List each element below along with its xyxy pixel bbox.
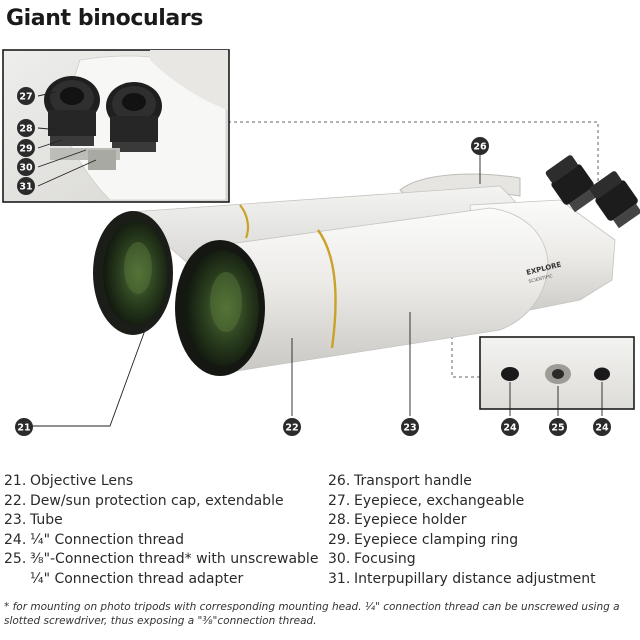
callout-23: 23 (401, 418, 419, 436)
tube-front (199, 207, 549, 373)
legend-item: 24.¼" Connection thread (4, 531, 185, 548)
inset-mounting-plate (479, 336, 635, 410)
callout-31: 31 (17, 177, 35, 195)
callout-21: 21 (15, 418, 33, 436)
legend-item: 29.Eyepiece clamping ring (328, 531, 519, 548)
svg-text:24: 24 (595, 423, 609, 434)
svg-text:24: 24 (503, 423, 517, 434)
legend-item: 23.Tube (4, 512, 63, 528)
svg-text:29: 29 (19, 144, 32, 155)
legend-item: 30.Focusing (328, 551, 416, 567)
brand-logo-subtext: SCIENTIFIC (528, 273, 553, 285)
objective-lens-front (175, 240, 265, 376)
callout-25: 25 (549, 418, 567, 436)
inset-eyepiece-detail (2, 49, 230, 203)
callout-24-left: 24 (501, 418, 519, 436)
legend-right-column: 26.Transport handle 27.Eyepiece, exchang… (328, 472, 636, 589)
callout-27: 27 (17, 87, 35, 105)
legend-item: 25.⅜"-Connection thread* with unscrewabl… (4, 551, 319, 567)
callout-30: 30 (17, 158, 35, 176)
gold-ring (317, 229, 337, 349)
legend-left-column: 21.Objective Lens 22.Dew/sun protection … (4, 472, 322, 589)
legend-item: 31.Interpupillary distance adjustment (328, 570, 596, 587)
callout-29: 29 (17, 139, 35, 157)
svg-text:21: 21 (17, 423, 30, 434)
objective-lens-back (93, 211, 173, 335)
svg-text:28: 28 (19, 124, 33, 135)
callout-28: 28 (17, 119, 35, 137)
legend-item: 27.Eyepiece, exchangeable (328, 492, 525, 509)
svg-text:23: 23 (403, 423, 416, 434)
connection-thread-left (501, 367, 519, 381)
binoculars-illustration: EXPLORE SCIENTIFIC (2, 49, 640, 436)
connection-thread-right (594, 367, 610, 381)
legend-item: 22.Dew/sun protection cap, extendable (4, 492, 284, 509)
legend-item: 28.Eyepiece holder (328, 512, 467, 528)
svg-text:27: 27 (19, 92, 32, 103)
svg-text:25: 25 (551, 423, 564, 434)
callout-24-right: 24 (593, 418, 611, 436)
eyepiece-right-pair (545, 155, 640, 229)
page-title: Giant binoculars (6, 6, 203, 31)
legend-item: 21.Objective Lens (4, 473, 134, 489)
legend-item: 26.Transport handle (328, 473, 472, 489)
legend-item-continuation: ¼" Connection thread adapter (30, 570, 244, 587)
callout-26: 26 (471, 137, 489, 155)
svg-text:26: 26 (473, 142, 487, 153)
callout-22: 22 (283, 418, 301, 436)
svg-text:30: 30 (19, 163, 33, 174)
footnote: * for mounting on photo tripods with cor… (4, 601, 620, 627)
svg-text:22: 22 (285, 423, 298, 434)
svg-text:31: 31 (19, 182, 32, 193)
